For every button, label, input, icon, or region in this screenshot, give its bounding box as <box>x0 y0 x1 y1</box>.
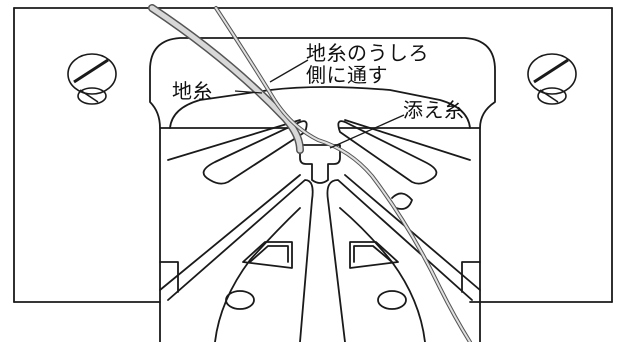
lower-right-diagonal <box>344 174 481 291</box>
pass-behind-label-line2: 側に通す <box>306 63 388 87</box>
pass-behind-label-line1: 地糸のうしろ <box>306 41 429 65</box>
lower-right-body <box>326 179 473 342</box>
left-screw <box>67 53 117 105</box>
left-side-block <box>159 261 179 293</box>
left-slot <box>202 120 308 185</box>
pass-behind-label: 地糸のうしろ 側に通す <box>306 42 429 86</box>
left-cam-curve <box>214 207 301 342</box>
left-window <box>242 241 293 269</box>
plate-top-bracket <box>169 86 471 129</box>
left-oval-hole <box>225 290 255 310</box>
pass-behind-leader <box>269 59 309 83</box>
left-window-inner <box>249 245 289 263</box>
right-notch <box>391 192 413 210</box>
base-thread-label-text: 地糸 <box>172 79 213 103</box>
additional-thread-fill <box>215 7 471 342</box>
guide-arm-right-upper <box>344 119 471 161</box>
right-window <box>349 241 399 269</box>
right-screw <box>527 53 577 105</box>
thread-group <box>148 4 472 342</box>
lower-left-body <box>167 179 314 342</box>
base-thread-fill <box>149 5 303 153</box>
additional-thread-leader <box>329 114 405 149</box>
right-oval-hole <box>377 290 407 310</box>
base-thread-label: 地糸 <box>172 80 213 102</box>
additional-thread-label: 添え糸 <box>403 99 465 121</box>
guide-arm-left-upper <box>167 119 301 161</box>
right-side-block <box>461 261 481 293</box>
lower-left-diagonal <box>159 174 301 291</box>
right-window-inner <box>353 245 393 263</box>
right-slot <box>337 120 438 185</box>
additional-thread-label-text: 添え糸 <box>403 98 465 122</box>
plate-outline <box>149 37 496 342</box>
tension-post <box>299 144 341 184</box>
right-cam-curve <box>339 207 426 342</box>
base-thread-leader <box>234 90 263 94</box>
